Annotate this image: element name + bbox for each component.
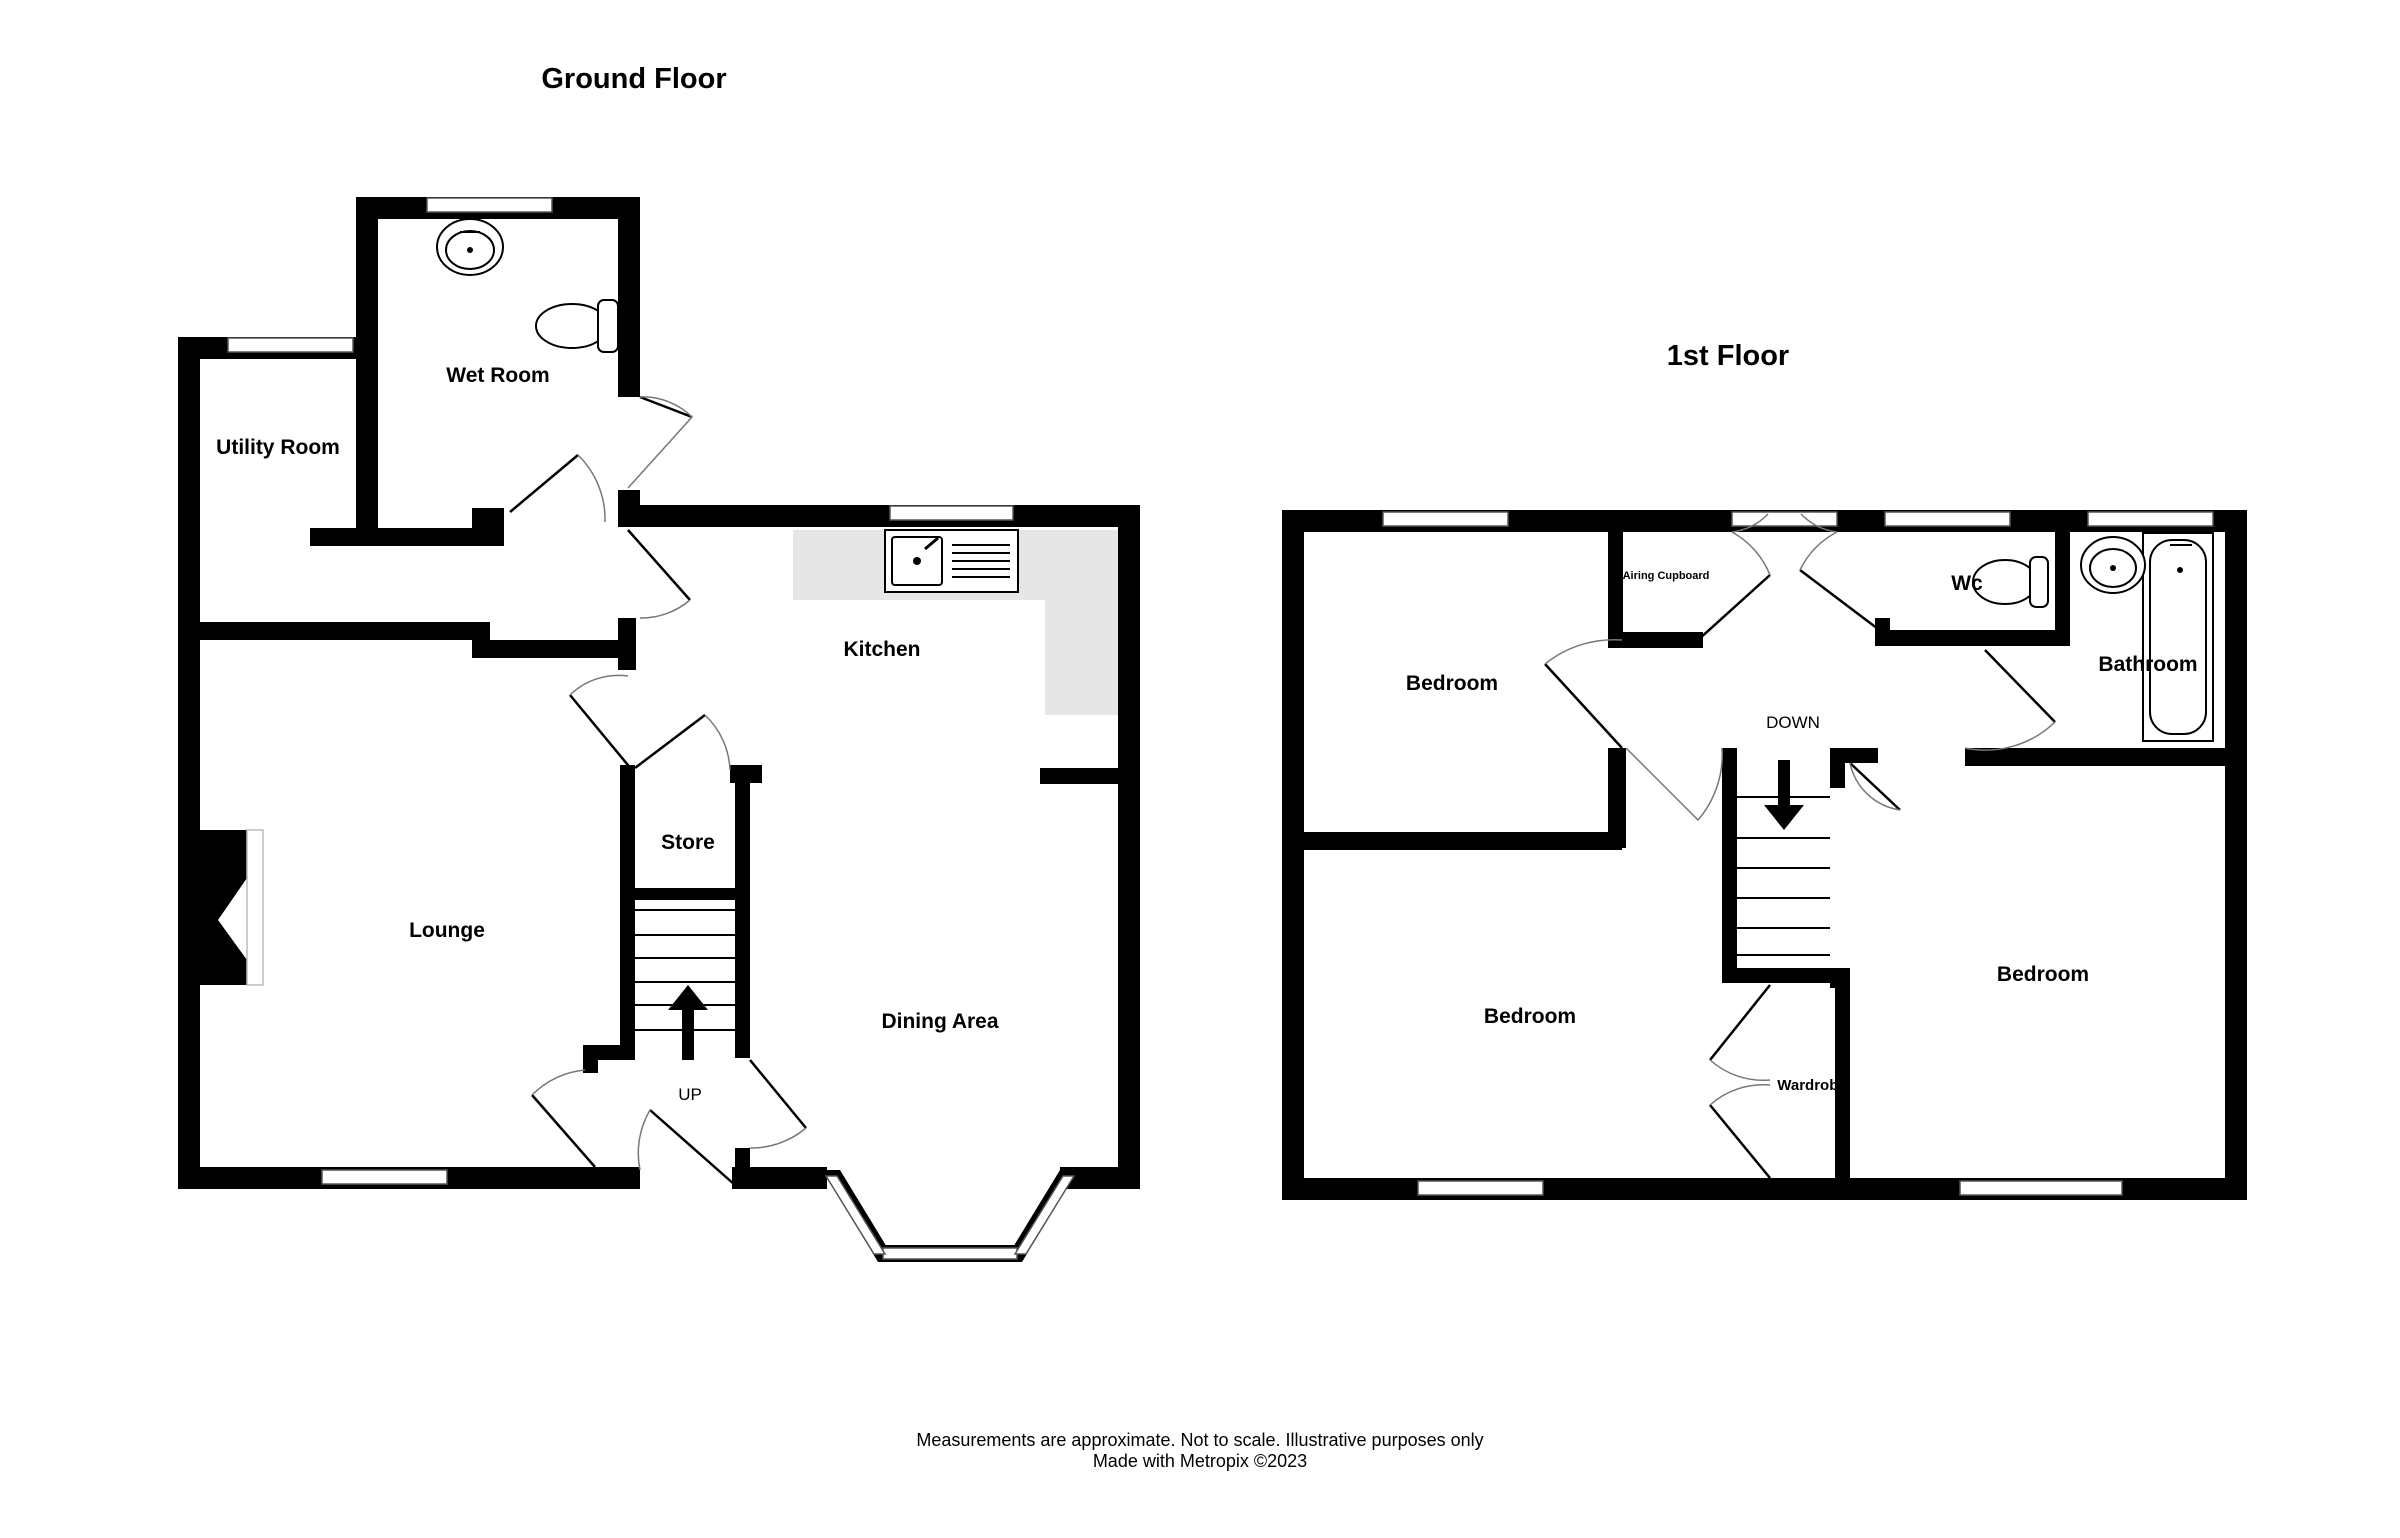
wash-basin-icon [2080, 536, 2146, 594]
ground-floor-title: Ground Floor [541, 63, 726, 95]
bathtub-icon [2142, 532, 2214, 742]
first-floor-title: 1st Floor [1667, 340, 1789, 372]
room-label-wc: Wc [1951, 572, 1983, 595]
room-label-wet-room: Wet Room [446, 364, 549, 387]
room-label-dining-area: Dining Area [881, 1010, 998, 1033]
first-floor-walls [1282, 510, 2247, 1200]
first-floor-windows [1382, 511, 2214, 1196]
toilet-icon [1972, 556, 2049, 608]
kitchen-sink-icon [884, 529, 1019, 593]
copyright-text: Made with Metropix ©2023 [1092, 1451, 1308, 1471]
fireplace-hearth [246, 829, 264, 986]
ground-floor-windows [227, 197, 1076, 1260]
toilet-icon [535, 299, 619, 353]
disclaimer-text: Measurements are approximate. Not to sca… [916, 1430, 1484, 1450]
ground-floor: Ground Floor Wet Room Utility Room Kitch… [178, 63, 1140, 1262]
first-floor-stairs [1737, 760, 1830, 956]
room-label-store: Store [661, 831, 715, 854]
first-floor-doors [1544, 513, 2056, 1179]
room-label-wardrobe: Wardrobe [1777, 1077, 1846, 1094]
room-label-kitchen: Kitchen [843, 638, 920, 661]
room-label-bedroom-2: Bedroom [1484, 1005, 1576, 1028]
first-floor: 1st Floor Bedroom Bedroom Bedroom Airing… [1282, 340, 2247, 1200]
room-label-bedroom-1: Bedroom [1406, 672, 1498, 695]
arrow-up-icon [668, 985, 708, 1010]
room-label-bathroom: Bathroom [2098, 653, 2197, 676]
room-label-bedroom-3: Bedroom [1997, 963, 2089, 986]
stairs-down-label: DOWN [1766, 713, 1820, 732]
arrow-down-icon [1764, 805, 1804, 830]
ground-floor-doors [509, 395, 807, 1186]
ground-floor-walls [178, 197, 1140, 1262]
room-label-lounge: Lounge [409, 919, 485, 942]
stairs-up-label: UP [678, 1085, 702, 1104]
room-label-utility-room: Utility Room [216, 436, 340, 459]
ground-floor-stairs [635, 909, 735, 1060]
room-label-airing-cupboard: Airing Cupboard [1623, 570, 1710, 582]
wash-basin-icon [436, 218, 504, 276]
